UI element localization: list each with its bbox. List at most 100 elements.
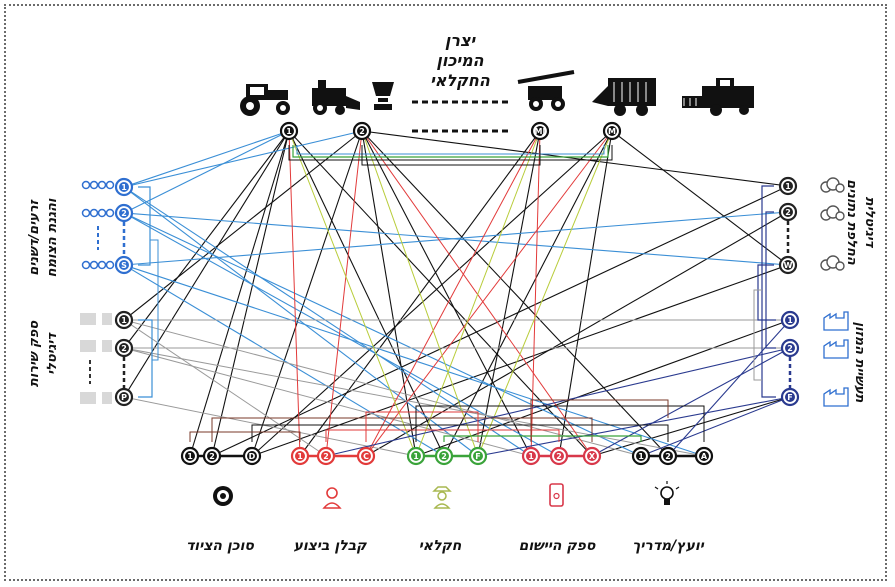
left-bracket-join <box>150 239 159 361</box>
top-node-3[interactable]: MJ <box>530 121 550 141</box>
connection-line <box>361 130 789 187</box>
node-core <box>207 451 217 461</box>
bottom-node-4-2[interactable]: 2 <box>549 446 569 466</box>
node-core <box>663 451 673 461</box>
node-label: 1 <box>121 316 127 325</box>
node-label: A <box>701 452 708 461</box>
connection-line <box>667 319 791 457</box>
connection-line <box>211 130 290 457</box>
app-provider-icon <box>549 483 564 507</box>
cloud-icon-1 <box>820 177 845 193</box>
node-core <box>411 451 421 461</box>
node-label: 1 <box>121 183 127 192</box>
seeds-node-1[interactable]: 1 <box>114 177 134 197</box>
bottom-node-1-1[interactable]: 1 <box>180 446 200 466</box>
node-core <box>119 392 129 402</box>
node-label: 2 <box>441 452 447 461</box>
connection-line <box>123 264 705 457</box>
bottom-node-5-3[interactable]: A <box>694 446 714 466</box>
bottom-node-3-3[interactable]: F <box>468 446 488 466</box>
node-core <box>535 126 545 136</box>
top-node-4[interactable]: M <box>602 121 622 141</box>
node-label: 1 <box>297 452 303 461</box>
connection-buses <box>138 145 776 442</box>
node-label: X <box>589 452 596 461</box>
connection-line <box>251 130 363 457</box>
farmer-label: חקלאי <box>419 538 462 554</box>
node-label: 1 <box>638 452 644 461</box>
connection-line <box>123 130 290 214</box>
connection-line <box>123 211 789 266</box>
trailer-tractor-icon <box>592 78 656 116</box>
node-core <box>357 126 367 136</box>
seeds-node-2[interactable]: 2 <box>114 203 134 223</box>
contractor-icon <box>322 487 342 509</box>
node-label: P <box>121 393 127 402</box>
bottom-bus-7 <box>189 431 301 442</box>
right-bracket-grey <box>753 289 762 381</box>
dealer-icon <box>213 486 233 506</box>
service-node-2[interactable]: 2 <box>114 338 134 358</box>
top-node-2[interactable]: 2 <box>352 121 372 141</box>
node-label: 1 <box>187 452 193 461</box>
connection-line <box>123 186 479 457</box>
bottom-node-4-3[interactable]: X <box>582 446 602 466</box>
spreader-icon <box>372 82 394 110</box>
connection-line <box>123 130 290 349</box>
node-label: M <box>608 127 616 136</box>
food-industry-node-3[interactable]: F <box>780 387 800 407</box>
node-label: S <box>121 261 127 270</box>
connection-line <box>365 211 789 457</box>
connection-line <box>288 130 301 457</box>
food-industry-node-1[interactable]: 1 <box>780 310 800 330</box>
seeds-label-line-2: והגנת הצומח <box>45 198 60 277</box>
right-bracket-mid <box>765 211 776 349</box>
service-node-3[interactable]: P <box>114 387 134 407</box>
server-icon-2 <box>80 340 112 352</box>
node-label: MJ <box>535 127 546 136</box>
bottom-node-4-1[interactable]: 1 <box>521 446 541 466</box>
bottom-node-2-1[interactable]: 1 <box>290 446 310 466</box>
node-core <box>783 181 793 191</box>
node-label: 2 <box>359 127 365 136</box>
connection-line <box>530 130 541 457</box>
top-bus-blue <box>296 145 605 155</box>
seeds-node-3[interactable]: S <box>114 255 134 275</box>
bottom-node-3-2[interactable]: 2 <box>434 446 454 466</box>
left-bracket-seeds <box>138 186 151 266</box>
service-node-1[interactable]: 1 <box>114 310 134 330</box>
node-core <box>119 343 129 353</box>
bottom-node-1-3[interactable]: D <box>242 446 262 466</box>
data-exchange-node-2[interactable]: 2 <box>778 202 798 222</box>
bottom-node-2-2[interactable]: 2 <box>316 446 336 466</box>
bottom-node-5-1[interactable]: 1 <box>631 446 651 466</box>
connection-line <box>189 130 290 457</box>
data-exchange-node-3[interactable]: W <box>778 255 798 275</box>
bottom-node-2-3[interactable]: C <box>356 446 376 466</box>
node-label: 1 <box>787 316 793 325</box>
connection-line <box>211 185 789 457</box>
data-exchange-label-line-2: דיגיטלית <box>862 197 877 249</box>
seeds-icon-2 <box>81 208 115 218</box>
bottom-node-5-2[interactable]: 2 <box>658 446 678 466</box>
connection-line <box>123 212 642 457</box>
bottom-node-1-2[interactable]: 2 <box>202 446 222 466</box>
node-label: 1 <box>785 182 791 191</box>
connection-line <box>288 130 417 457</box>
server-icon-1 <box>80 313 112 325</box>
bottom-node-3-1[interactable]: 1 <box>406 446 426 466</box>
connection-lines <box>123 130 791 457</box>
connection-line <box>640 396 791 457</box>
food-industry-node-2[interactable]: 2 <box>780 338 800 358</box>
top-node-1[interactable]: 1 <box>279 121 299 141</box>
connection-line <box>611 130 789 266</box>
data-exchange-node-1[interactable]: 1 <box>778 176 798 196</box>
connection-line <box>123 212 560 457</box>
advisor-icon <box>654 481 680 505</box>
connection-line <box>415 130 541 457</box>
seeds-icon-1 <box>81 180 115 190</box>
node-label: 1 <box>286 127 292 136</box>
top-bus-black <box>288 145 613 161</box>
node-label: 2 <box>209 452 215 461</box>
